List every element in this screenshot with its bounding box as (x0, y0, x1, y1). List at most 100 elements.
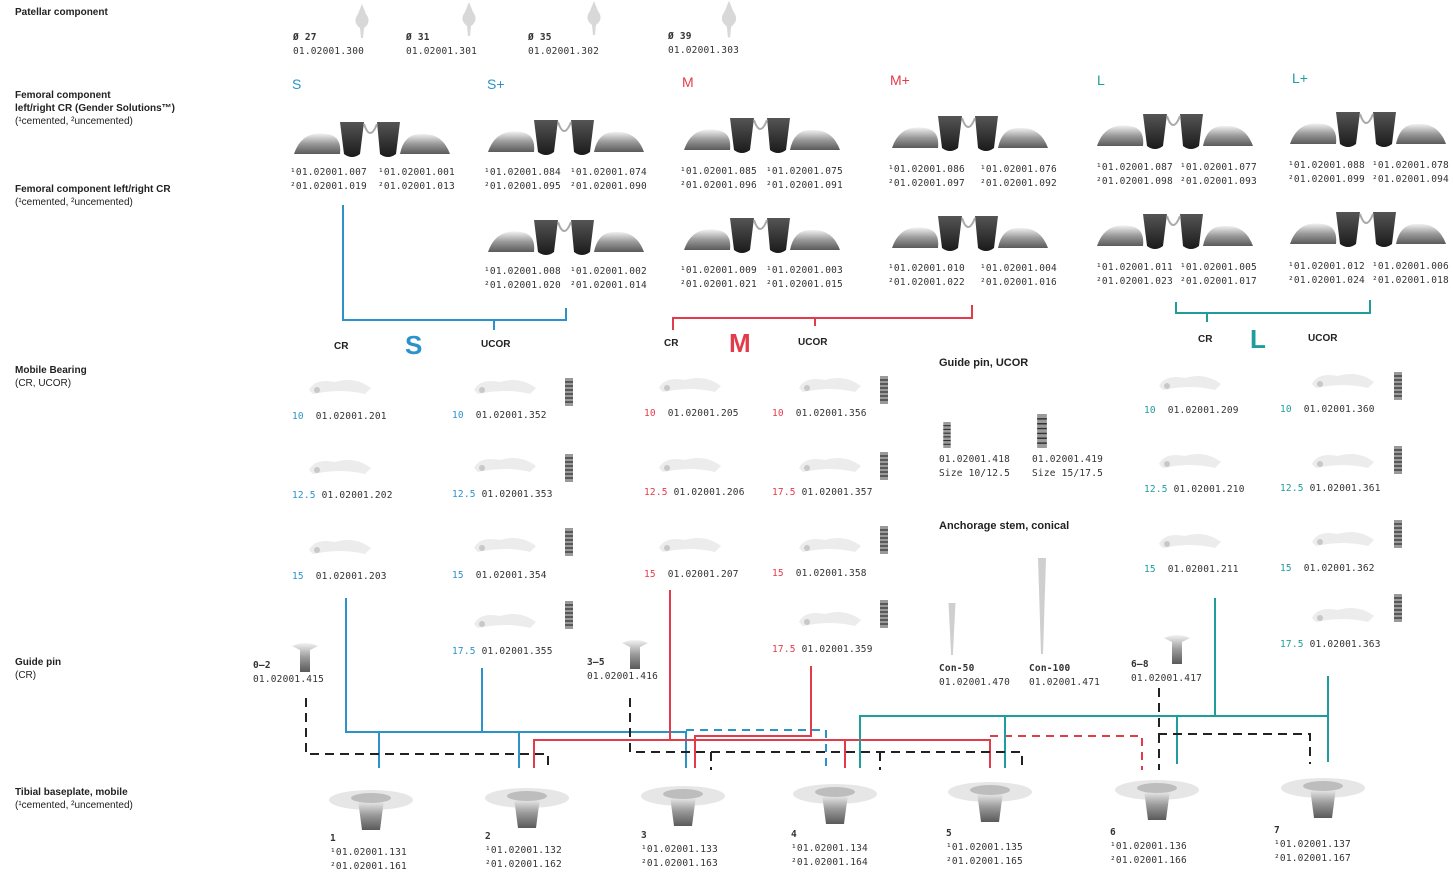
code-cemented: ¹01.02001.076 (980, 164, 1057, 175)
femoral-component-image (682, 108, 842, 158)
row-subtitle: (¹cemented, ²uncemented) (15, 197, 133, 208)
size-label-m-plus: M+ (890, 72, 910, 88)
femoral-component-image (486, 110, 646, 160)
bearing-code: 01.02001.362 (1303, 563, 1375, 574)
code-cemented: ¹01.02001.136 (1110, 841, 1187, 852)
femoral-gs-codes: ¹01.02001.078 ²01.02001.094 (1372, 159, 1449, 187)
code-cemented: ¹01.02001.011 (1096, 262, 1173, 273)
code-uncemented: ²01.02001.096 (680, 180, 757, 191)
femoral-codes: ¹01.02001.011 ²01.02001.023 (1096, 261, 1173, 289)
bearing-height: 10 (452, 410, 464, 421)
bearing-height: 17.5 (1280, 639, 1304, 650)
bearing-height: 15 (292, 571, 304, 582)
stem-code: 01.02001.470 (939, 677, 1011, 688)
size-label-s-plus: S+ (487, 76, 505, 92)
code-cemented: ¹01.02001.133 (641, 844, 718, 855)
bearing-image (655, 370, 725, 396)
row-title: Mobile Bearing (15, 365, 87, 376)
code-cemented: ¹01.02001.137 (1274, 839, 1351, 850)
bearing-item: 12.5 01.02001.353 (452, 488, 553, 502)
tibial-item: 2 ¹01.02001.132 ²01.02001.162 (485, 830, 562, 872)
code-uncemented: ²01.02001.165 (946, 856, 1023, 867)
row-subtitle: (CR, UCOR) (15, 378, 72, 389)
code-uncemented: ²01.02001.090 (570, 181, 647, 192)
bearing-code: 01.02001.210 (1173, 484, 1245, 495)
bearing-code: 01.02001.352 (475, 410, 547, 421)
bearing-image (470, 372, 540, 398)
anchorage-stem-image (1034, 558, 1050, 654)
code-uncemented: ²01.02001.017 (1180, 276, 1257, 287)
femoral-codes: ¹01.02001.008 ²01.02001.020 (484, 265, 561, 293)
bearing-height: 17.5 (772, 487, 796, 498)
code-cemented: ¹01.02001.085 (680, 166, 757, 177)
row-title: Patellar component (15, 7, 108, 18)
row-label-femoral-gs: Femoral component left/right CR (Gender … (15, 89, 175, 128)
femoral-component-image (1095, 204, 1255, 254)
femoral-gs-codes: ¹01.02001.075 ²01.02001.091 (766, 165, 843, 193)
bearing-code: 01.02001.209 (1167, 405, 1239, 416)
code-uncemented: ²01.02001.097 (888, 178, 965, 189)
femoral-codes: ¹01.02001.006 ²01.02001.018 (1372, 260, 1449, 288)
bearing-image (1308, 600, 1378, 626)
femoral-codes: ¹01.02001.005 ²01.02001.017 (1180, 261, 1257, 289)
code-uncemented: ²01.02001.016 (980, 277, 1057, 288)
femoral-codes: ¹01.02001.003 ²01.02001.015 (766, 264, 843, 292)
tibial-size: 6 (1110, 827, 1116, 838)
bearing-code: 01.02001.205 (667, 408, 739, 419)
bracket-l (1175, 300, 1371, 322)
guide-pin-range: 0–2 (253, 660, 271, 671)
code-cemented: ¹01.02001.008 (484, 266, 561, 277)
code-cemented: ¹01.02001.087 (1096, 162, 1173, 173)
row-title: Femoral component (15, 90, 111, 101)
guide-pin-range: 3–5 (587, 657, 605, 668)
code-uncemented: ²01.02001.091 (766, 180, 843, 191)
bearing-height: 17.5 (452, 646, 476, 657)
guide-pin-ucor-icon (1393, 446, 1403, 474)
code-cemented: ¹01.02001.075 (766, 166, 843, 177)
patellar-item: Ø 39 01.02001.303 (668, 30, 739, 58)
code-uncemented: ²01.02001.093 (1180, 176, 1257, 187)
femoral-gs-codes: ¹01.02001.077 ²01.02001.093 (1180, 161, 1257, 189)
size-label-s: S (292, 76, 302, 92)
code-uncemented: ²01.02001.095 (484, 181, 561, 192)
bearing-item: 12.5 01.02001.202 (292, 489, 393, 503)
code-uncemented: ²01.02001.020 (484, 280, 561, 291)
stem-name: Con-50 (939, 663, 975, 674)
row-label-guide-pin: Guide pin (CR) (15, 656, 61, 682)
row-subtitle: (¹cemented, ²uncemented) (15, 800, 133, 811)
code-uncemented: ²01.02001.167 (1274, 853, 1351, 864)
group-s-label: S (405, 330, 423, 360)
code-cemented: ¹01.02001.010 (888, 263, 965, 274)
tibial-item: 1 ¹01.02001.131 ²01.02001.161 (330, 832, 407, 874)
group-l-label: L (1250, 324, 1266, 354)
dash-lines (305, 688, 1311, 770)
code-uncemented: ²01.02001.015 (766, 279, 843, 290)
code-uncemented: ²01.02001.019 (290, 181, 367, 192)
patellar-diameter: Ø 27 (293, 32, 317, 43)
bearing-code: 01.02001.202 (321, 490, 393, 501)
femoral-gs-codes: ¹01.02001.074 ²01.02001.090 (570, 166, 647, 194)
guide-pin-ucor-icon (879, 376, 889, 404)
tibial-size: 4 (791, 829, 797, 840)
guide-pin-ucor-icon (1393, 594, 1403, 622)
patellar-item: Ø 31 01.02001.301 (406, 31, 477, 59)
bearing-code: 01.02001.360 (1303, 404, 1375, 415)
femoral-codes: ¹01.02001.004 ²01.02001.016 (980, 262, 1057, 290)
patellar-code: 01.02001.303 (668, 45, 740, 56)
bearing-code: 01.02001.354 (475, 570, 547, 581)
patellar-code: 01.02001.302 (528, 46, 600, 57)
tibial-size: 7 (1274, 825, 1280, 836)
bearing-item: 12.5 01.02001.361 (1280, 482, 1381, 496)
row-title: Tibial baseplate, mobile (15, 787, 128, 798)
code-uncemented: ²01.02001.092 (980, 178, 1057, 189)
code-cemented: ¹01.02001.074 (570, 167, 647, 178)
tibial-baseplate-image (790, 780, 880, 826)
tibial-size: 5 (946, 828, 952, 839)
guide-pin-ucor-item: 01.02001.418 Size 10/12.5 (939, 453, 1010, 481)
femoral-component-image (486, 210, 646, 260)
bearing-image (795, 450, 865, 476)
guide-pin-size: Size 10/12.5 (939, 468, 1011, 479)
guide-pin-cr-item: 3–5 01.02001.416 (587, 656, 658, 684)
bearing-height: 12.5 (292, 490, 316, 501)
bearing-code: 01.02001.363 (1309, 639, 1381, 650)
